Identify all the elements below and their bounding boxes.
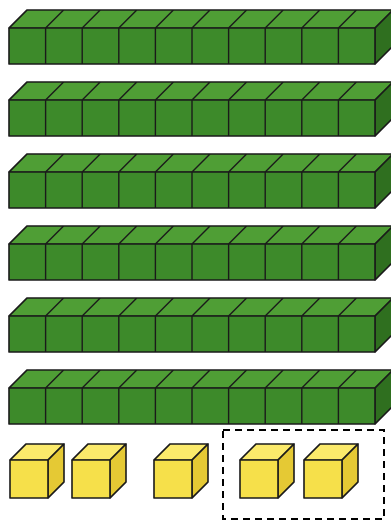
unit-cube bbox=[240, 444, 294, 498]
ten-rod-top-face bbox=[9, 154, 391, 172]
unit-cube bbox=[154, 444, 208, 498]
ten-rod bbox=[9, 370, 391, 424]
unit-cube-front-face bbox=[240, 460, 278, 498]
ten-rod-top-face bbox=[9, 298, 391, 316]
ten-rod-top-face bbox=[9, 370, 391, 388]
unit-cube-front-face bbox=[10, 460, 48, 498]
ten-rod-top-face bbox=[9, 226, 391, 244]
unit-cube bbox=[72, 444, 126, 498]
ten-rod bbox=[9, 298, 391, 352]
ten-rod bbox=[9, 154, 391, 208]
unit-cube-front-face bbox=[72, 460, 110, 498]
ten-rod-top-face bbox=[9, 82, 391, 100]
unit-cube-front-face bbox=[304, 460, 342, 498]
unit-cube bbox=[304, 444, 358, 498]
ten-rod bbox=[9, 10, 391, 64]
unit-cube bbox=[10, 444, 64, 498]
ten-rod bbox=[9, 226, 391, 280]
unit-cube-front-face bbox=[154, 460, 192, 498]
ten-rod-top-face bbox=[9, 10, 391, 28]
ten-rod bbox=[9, 82, 391, 136]
